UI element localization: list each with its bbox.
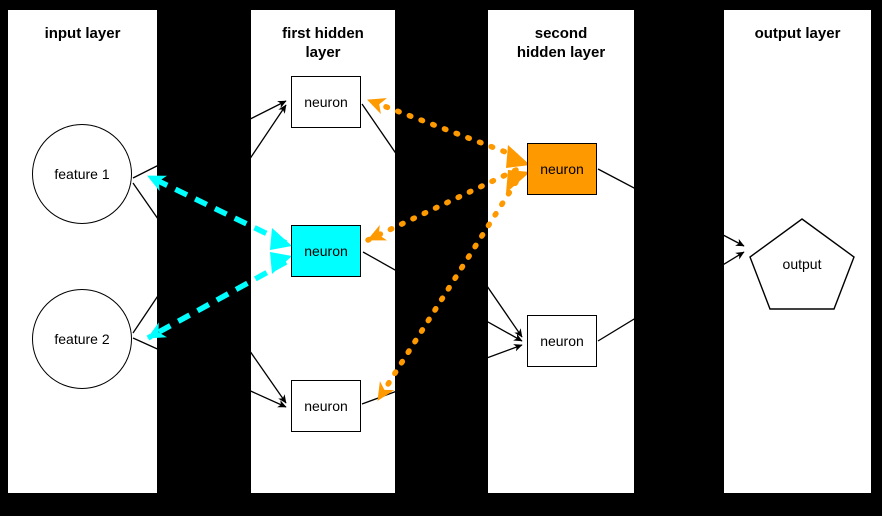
node-output[interactable]: output [748, 217, 856, 311]
node-hidden1-neuron-top[interactable]: neuron [291, 76, 361, 128]
node-hidden1-neuron-mid[interactable]: neuron [291, 225, 361, 277]
pentagon-shape-icon [749, 218, 855, 310]
node-hidden1-neuron-bottom[interactable]: neuron [291, 380, 361, 432]
layer-title-first-hidden: first hidden layer [282, 25, 364, 61]
node-feature-1[interactable]: feature 1 [32, 124, 132, 224]
node-label-hidden2-neuron-top: neuron [540, 161, 584, 177]
node-label-hidden1-neuron-mid: neuron [304, 243, 348, 259]
node-feature-2[interactable]: feature 2 [32, 289, 132, 389]
node-hidden2-neuron-bottom[interactable]: neuron [527, 315, 597, 367]
node-label-output: output [782, 256, 822, 272]
layer-title-output: output layer [754, 25, 841, 42]
layer-title-input: input layer [44, 25, 121, 42]
node-label-hidden2-neuron-bottom: neuron [540, 333, 584, 349]
layer-title-second-hidden: second hidden layer [516, 25, 606, 61]
layer-panel-input: input layer [8, 10, 157, 493]
layer-panel-second-hidden: second hidden layer [488, 10, 634, 493]
node-label-feature-2: feature 2 [54, 331, 110, 347]
node-label-hidden1-neuron-bottom: neuron [304, 398, 348, 414]
node-hidden2-neuron-top[interactable]: neuron [527, 143, 597, 195]
node-label-hidden1-neuron-top: neuron [304, 94, 348, 110]
node-label-feature-1: feature 1 [54, 166, 110, 182]
